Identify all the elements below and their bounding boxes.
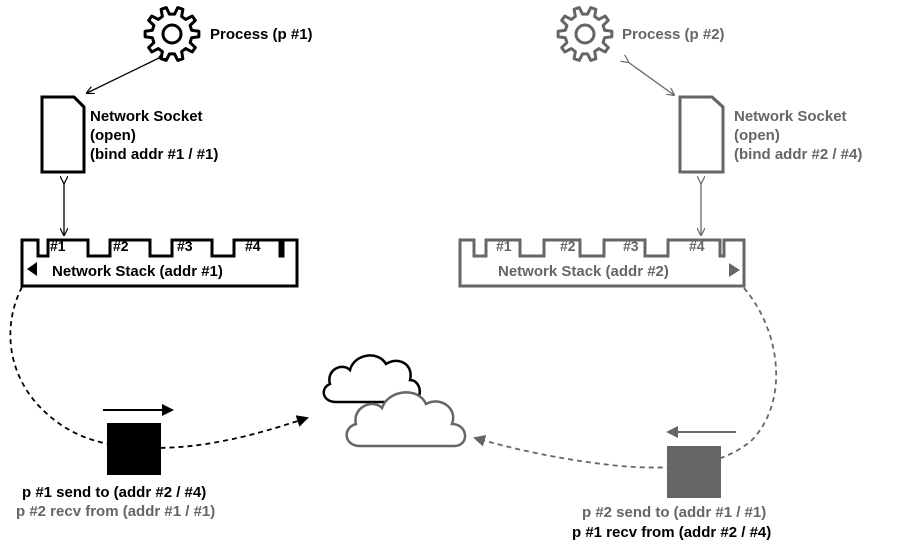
left-process-socket-arrow <box>87 58 159 93</box>
right-port-4: #4 <box>689 238 705 254</box>
left-socket-icon <box>40 95 86 174</box>
right-send-path <box>473 287 778 469</box>
right-caption-recv: p #1 recv from (addr #2 / #4) <box>572 524 771 541</box>
right-stack-outbound-marker <box>729 263 740 277</box>
left-network-stack <box>20 238 299 288</box>
right-stack-label: Network Stack (addr #2) <box>498 263 669 280</box>
right-socket-label-1: Network Socket <box>734 108 847 125</box>
left-caption-send: p #1 send to (addr #2 / #4) <box>22 484 206 501</box>
right-socket-icon <box>678 95 725 174</box>
left-port-1: #1 <box>50 238 66 254</box>
cloud-icon-front <box>345 391 467 448</box>
right-caption-send: p #2 send to (addr #1 / #1) <box>582 504 766 521</box>
left-packet <box>107 423 161 475</box>
right-port-1: #1 <box>496 238 512 254</box>
left-gear-icon <box>143 6 201 62</box>
left-process-label: Process (p #1) <box>210 26 313 43</box>
left-caption-recv: p #2 recv from (addr #1 / #1) <box>16 503 215 520</box>
left-port-4: #4 <box>245 238 261 254</box>
right-packet <box>667 446 721 498</box>
cloud-icon-back <box>322 354 421 404</box>
left-socket-label-3: (bind addr #1 / #1) <box>90 146 218 163</box>
left-port-3: #3 <box>177 238 193 254</box>
left-stack-inbound-marker <box>27 262 37 276</box>
left-socket-label-2: (open) <box>90 127 136 144</box>
left-socket-label-1: Network Socket <box>90 108 203 125</box>
left-stack-label: Network Stack (addr #1) <box>52 263 223 280</box>
right-process-socket-arrow <box>628 62 674 95</box>
right-port-2: #2 <box>560 238 576 254</box>
right-socket-label-3: (bind addr #2 / #4) <box>734 146 862 163</box>
left-port-2: #2 <box>113 238 129 254</box>
right-port-3: #3 <box>623 238 639 254</box>
right-process-label: Process (p #2) <box>622 26 725 43</box>
left-send-path <box>9 286 309 449</box>
right-network-stack <box>458 238 746 288</box>
right-socket-label-2: (open) <box>734 127 780 144</box>
right-gear-icon <box>556 6 614 62</box>
